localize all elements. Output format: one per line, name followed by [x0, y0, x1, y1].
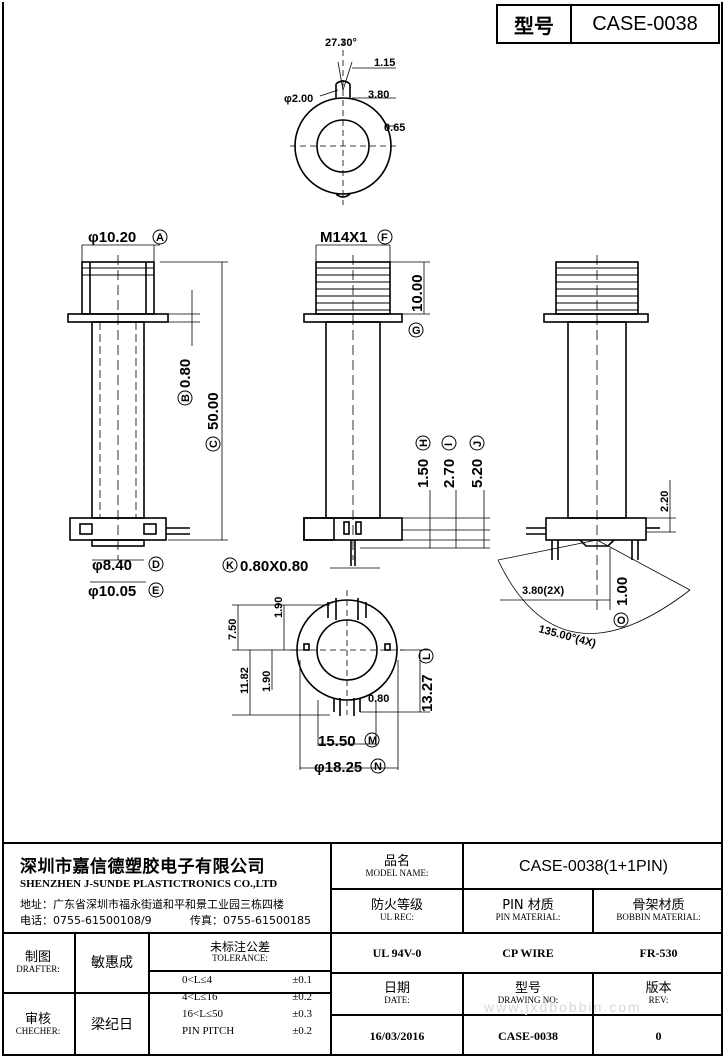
- bottom-dia-15-50: 15.50: [318, 733, 356, 750]
- mid-dim-1-50: 1.50: [415, 459, 432, 488]
- bottom-dim-11-82: 11.82: [239, 667, 251, 694]
- mid-thread-label: M14X1: [320, 229, 368, 246]
- tag-m: M: [368, 735, 377, 747]
- right-dim-1-00: 1.00: [614, 577, 631, 606]
- tag-a: A: [156, 232, 164, 244]
- tag-g: G: [412, 325, 421, 337]
- bottom-dim-1-90b: 1.90: [261, 671, 273, 692]
- tag-c: C: [208, 440, 220, 448]
- tag-j: J: [472, 441, 484, 447]
- top-dim-1-15: 1.15: [374, 57, 395, 69]
- top-dim-3-80: 3.80: [368, 89, 389, 101]
- pin-material-label: PIN 材质 PIN MATERIAL:: [495, 898, 561, 923]
- tag-d: D: [152, 559, 160, 571]
- mid-dim-10: 10.00: [409, 274, 426, 312]
- drawing-no-label: 型号 DRAWING NO:: [497, 981, 559, 1006]
- tolerance-table: 0<L≤4±0.1 4<L≤16±0.2 16<L≤50±0.3 PIN PIT…: [182, 974, 322, 1037]
- top-angle: 27.30°: [325, 37, 357, 49]
- bottom-dia-18-25: φ18.25: [314, 759, 362, 776]
- company-fax: 传真：0755-61500185: [190, 914, 311, 927]
- company-phone: 电话：0755-61500108/9: [20, 914, 152, 927]
- bottom-dim-1-90a: 1.90: [273, 597, 285, 618]
- rev-value: 0: [655, 1028, 662, 1043]
- tag-n: N: [374, 761, 382, 773]
- mid-dim-2-70: 2.70: [441, 459, 458, 488]
- ul-value: UL 94V-0: [372, 945, 422, 960]
- tag-l: L: [421, 653, 433, 660]
- tag-o: O: [617, 615, 626, 627]
- model-name-label: 品名 MODEL NAME:: [365, 854, 429, 879]
- drafter-label: 制图 DRAFTER:: [16, 950, 60, 975]
- bottom-dim-7-50: 7.50: [227, 619, 239, 640]
- tolerance-row: 0<L≤4±0.1: [182, 974, 312, 986]
- checker-label: 审核 CHECHER:: [15, 1012, 61, 1037]
- drawing-no-value: CASE-0038: [497, 1028, 558, 1043]
- left-dia-inner: φ8.40: [92, 557, 132, 574]
- company-en: SHENZHEN J-SUNDE PLASTICTRONICS CO.,LTD: [20, 878, 278, 890]
- bobbin-material-label: 骨架材质 BOBBIN MATERIAL:: [616, 898, 701, 923]
- bottom-dim-13-27: 13.27: [419, 674, 436, 712]
- tolerance-row: 16<L≤50±0.3: [182, 1008, 312, 1020]
- bobbin-value: FR-530: [639, 945, 678, 960]
- tolerance-row: PIN PITCH±0.2: [182, 1025, 312, 1037]
- tolerance-row: 4<L≤16±0.2: [182, 991, 312, 1003]
- left-dim-50: 50.00: [205, 392, 222, 430]
- title-block: 深圳市嘉信德塑胶电子有限公司 SHENZHEN J-SUNDE PLASTICT…: [2, 842, 723, 1056]
- company-address: 地址：广东省深圳市福永街道和平和景工业园三栋四楼: [20, 898, 284, 911]
- mid-pin: 0.80X0.80: [240, 558, 308, 575]
- case-code: CASE-0038: [592, 12, 698, 35]
- left-dim-0-80: 0.80: [177, 359, 194, 388]
- pin-value: CP WIRE: [502, 945, 554, 960]
- right-base: [545, 517, 647, 541]
- date-label: 日期 DATE:: [383, 981, 410, 1006]
- tag-i: I: [443, 443, 455, 446]
- top-dia-2: φ2.00: [284, 93, 313, 105]
- watermark: www.jxdbobbin.com: [484, 999, 642, 1015]
- type-label: 型号: [498, 6, 572, 42]
- thread-lines: [82, 267, 638, 311]
- right-angle: 135.00°(4X): [537, 623, 597, 650]
- ul-label: 防火等级 UL REC:: [370, 898, 423, 923]
- rev-label: 版本 REV:: [645, 981, 672, 1006]
- tag-b: B: [180, 394, 192, 402]
- company-cn: 深圳市嘉信德塑胶电子有限公司: [20, 857, 265, 877]
- mid-dim-5-20: 5.20: [469, 459, 486, 488]
- drafter-name: 敏惠成: [91, 954, 133, 971]
- tag-k: K: [226, 560, 234, 572]
- tag-f: F: [381, 232, 388, 244]
- right-dim-3-80: 3.80(2X): [522, 585, 565, 597]
- date-value: 16/03/2016: [369, 1028, 425, 1043]
- tag-e: E: [152, 585, 159, 597]
- left-dia-bottom: φ10.05: [88, 583, 136, 600]
- technical-drawing: 27.30° 1.15 φ2.00 3.80 0.65 φ10.20 A 0.8…: [67, 37, 691, 776]
- right-dim-2-20: 2.20: [659, 491, 671, 512]
- top-dim-0-65: 0.65: [384, 122, 405, 134]
- checker-name: 梁纪日: [91, 1016, 133, 1033]
- tag-h: H: [418, 439, 430, 447]
- bottom-dim-0-80: 0.80: [368, 693, 389, 705]
- right-flange: [543, 313, 649, 323]
- type-box: 型号 CASE-0038: [496, 4, 720, 44]
- left-dia-top: φ10.20: [88, 229, 136, 246]
- tolerance-label: 未标注公差 TOLERANCE:: [209, 939, 270, 963]
- model-value: CASE-0038(1+1PIN): [519, 857, 668, 875]
